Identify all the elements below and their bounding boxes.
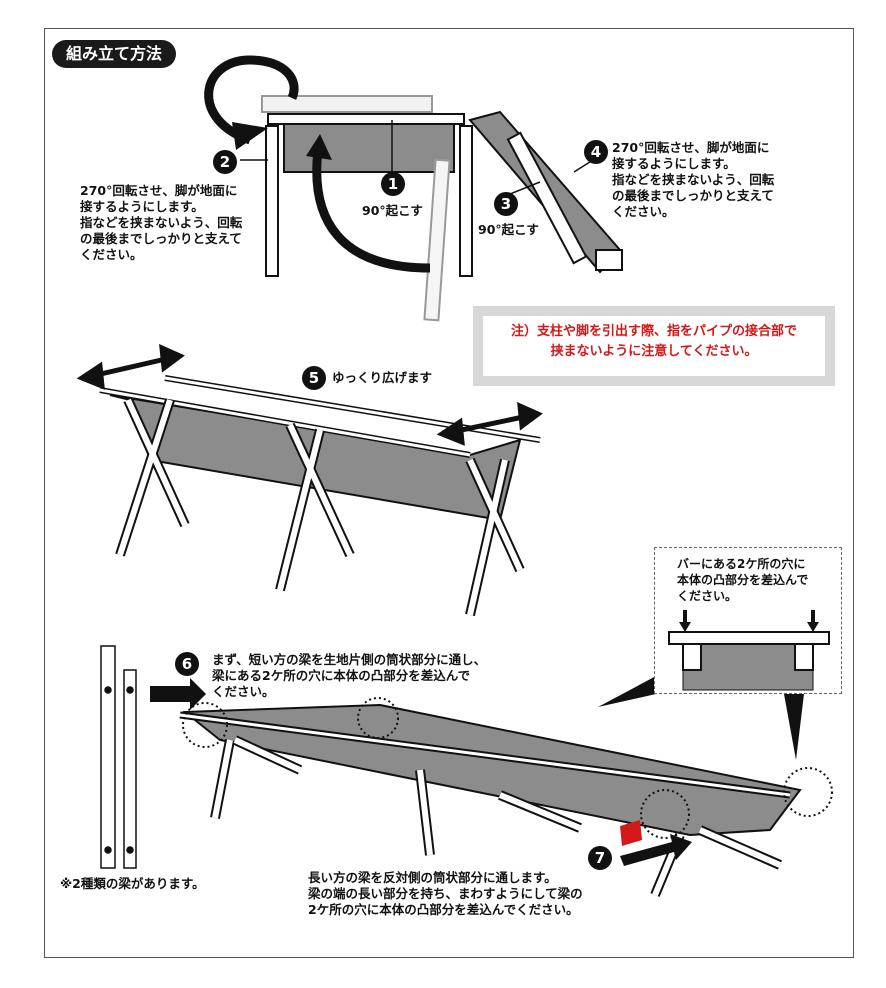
step-6-badge: 6	[175, 652, 199, 676]
inset-illustration	[668, 610, 830, 691]
insert-arrow-icon	[150, 678, 206, 710]
step-4-badge: 4	[584, 140, 608, 164]
step-2-badge: 2	[213, 150, 237, 174]
warning-note: 注）支柱や脚を引出す際、指をパイプの接合部で 挟まないように注意してください。	[473, 306, 835, 386]
rotate-arrow-icon	[204, 55, 299, 145]
arrow-head-icon	[232, 122, 268, 150]
unfolding-cot-illustration	[99, 375, 541, 617]
step-3-badge: 3	[494, 192, 518, 216]
step-2-text: 270°回転させ、脚が地面に 接するようにします。 指などを挟まないよう、回転 …	[80, 183, 243, 262]
step-1-badge: 1	[381, 172, 405, 196]
step-5-label: ゆっくり広げます	[332, 370, 433, 385]
step-4-text: 270°回転させ、脚が地面に 接するようにします。 指などを挟まないよう、回転 …	[612, 140, 775, 219]
step-7-badge: 7	[588, 846, 612, 870]
folded-cot-illustration	[261, 95, 623, 322]
assembled-cot-illustration	[179, 697, 833, 897]
beams-illustration	[100, 645, 137, 869]
step-1-label: 90°起こす	[362, 203, 423, 218]
detail-inset: バーにある2ケ所の穴に 本体の凸部分を差込んで ください。	[654, 547, 842, 694]
spread-arrows-icon	[76, 343, 543, 446]
step-6-text: まず、短い方の梁を生地片側の筒状部分に通し、 梁にある2ケ所の穴に本体の凸部分を…	[212, 652, 487, 699]
beams-note: ※2種類の梁があります。	[60, 876, 205, 891]
page-title: 組み立て方法	[52, 40, 177, 68]
warning-text: 注）支柱や脚を引出す際、指をパイプの接合部で 挟まないように注意してください。	[483, 316, 825, 376]
step-5-badge: 5	[302, 366, 326, 390]
inset-text: バーにある2ケ所の穴に 本体の凸部分を差込んで ください。	[677, 557, 809, 603]
step-7-text: 長い方の梁を反対側の筒状部分に通します。 梁の端の長い部分を持ち、まわすようにし…	[308, 870, 583, 917]
insert-arrow-icon-2	[620, 834, 692, 866]
raise-arrow-icon	[312, 149, 431, 273]
step-3-label: 90°起こす	[478, 222, 539, 237]
